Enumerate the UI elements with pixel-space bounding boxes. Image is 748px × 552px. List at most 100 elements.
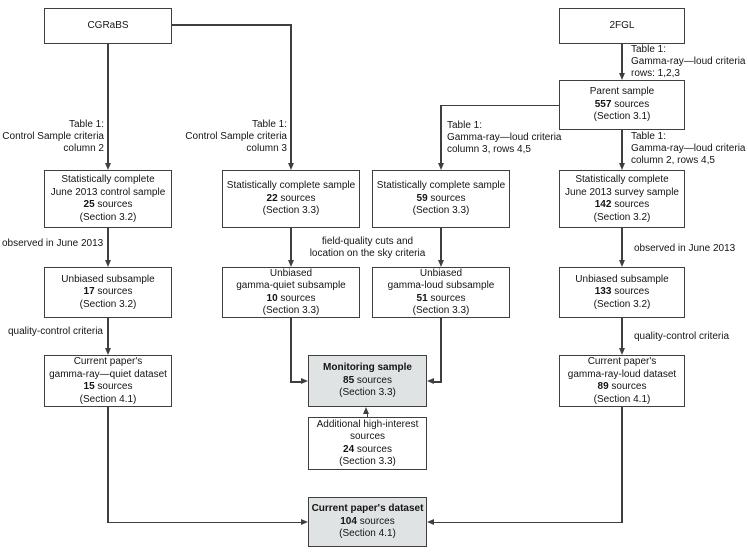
source-count: 142	[594, 199, 612, 210]
label-table1-gammaloud-column2: Table 1: Gamma-ray—loud criteria column …	[631, 131, 746, 167]
label-line: Table 1:	[447, 120, 483, 131]
box-text-line: Statistically complete sample	[226, 180, 356, 192]
box-section-line: (Section 3.2)	[79, 211, 137, 223]
source-count: 15	[83, 381, 95, 392]
label-line: Gamma-ray—loud criteria	[631, 143, 746, 154]
box-text-line: sources	[349, 431, 385, 442]
box-count-line: 142 sources	[595, 199, 649, 212]
count-suffix: sources	[611, 98, 650, 110]
box-text-line: Current paper's	[587, 356, 657, 367]
label-line: quality-control criteria	[634, 331, 730, 342]
arrowhead-down	[287, 260, 294, 267]
arrowhead-left	[427, 378, 434, 385]
connector-line	[440, 228, 442, 261]
box-monitoring-sample: Monitoring sample 85 sources (Section 3.…	[308, 355, 427, 407]
box-unbiased-subsample-133: Unbiased subsample 133 sources (Section …	[559, 267, 685, 318]
count-suffix: sources	[427, 192, 466, 204]
label-line: column 2, rows 4,5	[631, 155, 715, 166]
label-line: field-quality cuts and	[321, 236, 414, 247]
connector-line	[440, 104, 442, 164]
label-line: column 3	[246, 143, 287, 154]
label-line: Table 1:	[68, 119, 104, 130]
box-section-line: (Section 4.1)	[339, 528, 396, 540]
box-count-line: 24 sources	[343, 444, 392, 457]
connector-line	[107, 407, 109, 523]
box-section-line: (Section 3.3)	[262, 305, 320, 316]
box-section-line: (Section 3.2)	[593, 298, 651, 310]
connector-line	[107, 228, 109, 261]
source-count: 133	[594, 286, 612, 298]
box-text-line: 2FGL	[609, 19, 635, 31]
arrowhead-down	[618, 73, 625, 80]
connector-line	[621, 44, 623, 74]
arrowhead-down	[618, 260, 625, 267]
count-suffix: sources	[277, 292, 316, 304]
box-text-line: Current paper's	[73, 356, 143, 367]
box-text-line: Additional high-interest	[316, 418, 419, 430]
label-line: observed in June 2013	[634, 243, 736, 254]
label-line: location on the sky criteria	[309, 248, 426, 259]
box-section-line: (Section 3.3)	[339, 456, 396, 467]
connector-line	[290, 24, 292, 164]
box-text-line: Statistically complete sample	[376, 180, 506, 192]
source-count: 24	[343, 443, 355, 455]
box-text-line: Unbiased	[419, 267, 463, 279]
box-unbiased-gamma-loud-subsample: Unbiased gamma-loud subsample 51 sources…	[372, 267, 510, 318]
connector-line	[290, 318, 292, 383]
label-line: Gamma-ray—loud criteria	[447, 132, 562, 143]
connector-line	[107, 44, 109, 163]
box-section-line: (Section 3.3)	[412, 305, 470, 316]
connector-line	[621, 228, 623, 261]
label-line: Gamma-ray—loud criteria	[631, 56, 746, 67]
box-section-line: (Section 3.3)	[262, 205, 320, 217]
source-count: 25	[83, 199, 95, 210]
box-current-paper-dataset: Current paper's dataset 104 sources (Sec…	[308, 497, 427, 547]
box-unbiased-subsample-17: Unbiased subsample 17 sources (Section 3…	[44, 267, 172, 318]
arrowhead-right	[301, 518, 308, 525]
box-parent-sample: Parent sample 557 sources (Section 3.1)	[559, 80, 685, 130]
connector-line	[440, 104, 559, 106]
box-count-line: 557 sources	[595, 99, 649, 112]
connector-line	[172, 24, 292, 26]
count-suffix: sources	[427, 292, 466, 304]
connector-line	[366, 412, 369, 417]
count-suffix: sources	[608, 381, 647, 392]
label-table1-control-column3: Table 1: Control Sample criteria column …	[185, 119, 287, 155]
box-text-line: gamma-ray—quiet dataset	[49, 368, 167, 380]
count-suffix: sources	[277, 192, 316, 204]
box-section-line: (Section 4.1)	[593, 393, 651, 405]
box-gamma-ray-quiet-dataset: Current paper's gamma-ray—quiet dataset …	[44, 355, 172, 407]
box-count-line: 10 sources	[267, 293, 316, 306]
label-line: observed in June 2013	[2, 238, 104, 249]
connector-line	[621, 407, 623, 523]
box-section-line: (Section 3.3)	[339, 387, 396, 399]
box-count-line: 22 sources	[267, 193, 316, 206]
label-line: column 2	[63, 143, 104, 154]
box-text-line: Unbiased subsample	[575, 273, 669, 285]
box-text-line: Statistically complete	[61, 174, 155, 185]
box-count-line: 89 sources	[598, 381, 647, 394]
label-quality-control-right: quality-control criteria	[634, 331, 744, 343]
source-count: 85	[343, 374, 355, 386]
arrowhead-down	[104, 260, 111, 267]
label-line: quality-control criteria	[7, 326, 103, 337]
connector-line	[440, 318, 442, 383]
box-text-line: gamma-ray-loud dataset	[567, 368, 677, 380]
box-count-line: 51 sources	[417, 293, 466, 306]
box-text-line: Statistically complete	[575, 174, 669, 185]
label-line: Control Sample criteria	[185, 131, 287, 142]
label-observed-june-2013-left: observed in June 2013	[2, 238, 103, 250]
arrowhead-down	[437, 163, 444, 170]
box-unbiased-gamma-quiet-subsample: Unbiased gamma-quiet subsample 10 source…	[222, 267, 360, 318]
count-suffix: sources	[354, 374, 392, 386]
box-stat-complete-control-sample: Statistically complete June 2013 control…	[44, 170, 172, 228]
label-line: rows: 1,2,3	[631, 68, 680, 79]
connector-line	[107, 318, 109, 349]
connector-line	[621, 130, 623, 164]
label-field-quality-cuts: field-quality cuts and location on the s…	[302, 236, 433, 260]
label-table1-control-column2: Table 1: Control Sample criteria column …	[2, 119, 104, 155]
connector-line	[434, 381, 442, 383]
arrowhead-down	[437, 260, 444, 267]
label-line: Control Sample criteria	[2, 131, 104, 142]
source-count: 89	[597, 381, 609, 392]
